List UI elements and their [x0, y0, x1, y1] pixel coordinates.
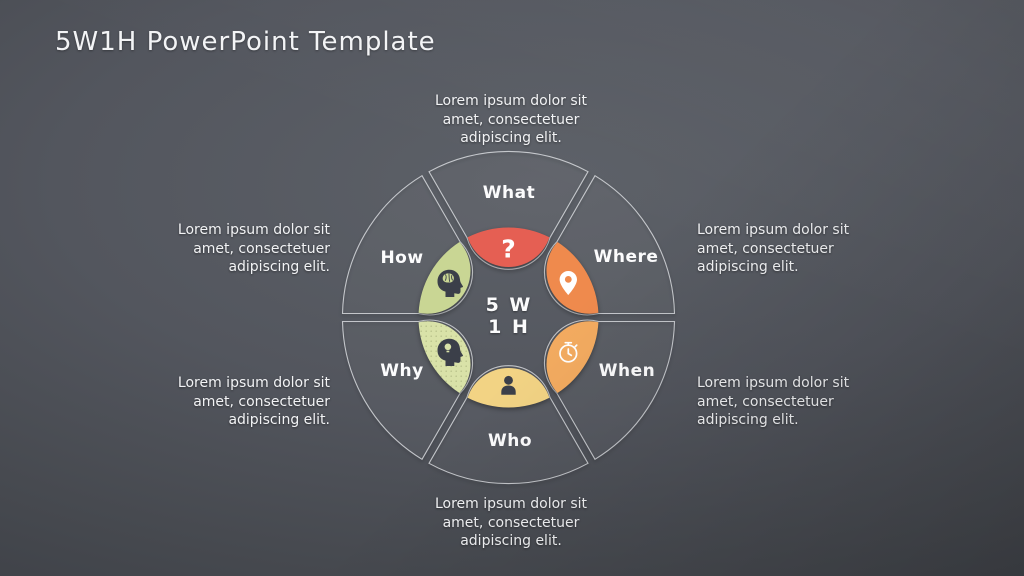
text-line: Lorem ipsum dolor sit [177, 375, 330, 391]
question-mark-icon: ? [501, 235, 516, 264]
map-pin-icon [559, 271, 577, 295]
head-lightbulb-icon [437, 338, 464, 366]
sector-label-when: When [599, 361, 656, 381]
lorem-text-upper-right: Lorem ipsum dolor sit amet, consectetuer… [697, 221, 937, 277]
text-line: amet, consectetuer [442, 111, 580, 128]
sector-label-who: Who [488, 431, 532, 451]
stopwatch-icon [559, 341, 578, 363]
text-line: Lorem ipsum dolor sit [697, 375, 850, 391]
person-icon [501, 375, 516, 395]
text-line: Lorem ipsum dolor sit [434, 93, 588, 109]
petal-what [467, 227, 550, 268]
sector-who [428, 365, 589, 485]
lorem-text-bottom: Lorem ipsum dolor sit amet, consectetuer… [391, 495, 631, 551]
text-line: amet, consectetuer [442, 514, 580, 531]
sector-when [543, 319, 676, 461]
center-line-1: 5 W [485, 294, 533, 316]
text-line: amet, consectetuer [193, 240, 330, 257]
sector-what [428, 150, 589, 270]
text-line: Lorem ipsum dolor sit [177, 222, 330, 238]
lorem-text-lower-left: Lorem ipsum dolor sit amet, consectetuer… [90, 374, 330, 430]
text-line: adipiscing elit. [460, 130, 562, 146]
text-line: Lorem ipsum dolor sit [434, 496, 588, 512]
text-line: adipiscing elit. [228, 259, 330, 275]
svg-text:?: ? [501, 235, 516, 264]
text-line: adipiscing elit. [697, 412, 799, 428]
slide-title: 5W1H PowerPoint Template [55, 27, 436, 57]
sector-why [341, 319, 474, 461]
head-brain-icon [437, 269, 464, 297]
text-line: amet, consectetuer [193, 393, 330, 410]
sector-label-how: How [380, 248, 423, 268]
center-line-2: 1 H [488, 316, 530, 338]
lorem-text-lower-right: Lorem ipsum dolor sit amet, consectetuer… [697, 374, 937, 430]
sector-how [341, 174, 474, 316]
sector-label-what: What [483, 183, 535, 203]
text-line: amet, consectetuer [697, 393, 834, 410]
text-line: adipiscing elit. [228, 412, 330, 428]
sector-label-where: Where [594, 247, 659, 267]
text-line: amet, consectetuer [697, 240, 834, 257]
lorem-text-upper-left: Lorem ipsum dolor sit amet, consectetuer… [90, 221, 330, 277]
sector-label-why: Why [380, 361, 423, 381]
petal-when [546, 321, 599, 393]
diagram-center-label: 5 W 1 H [449, 294, 569, 338]
lorem-text-top: Lorem ipsum dolor sit amet, consectetuer… [391, 92, 631, 148]
text-line: adipiscing elit. [460, 533, 562, 549]
text-line: adipiscing elit. [697, 259, 799, 275]
text-line: Lorem ipsum dolor sit [697, 222, 850, 238]
sector-where [543, 174, 676, 316]
